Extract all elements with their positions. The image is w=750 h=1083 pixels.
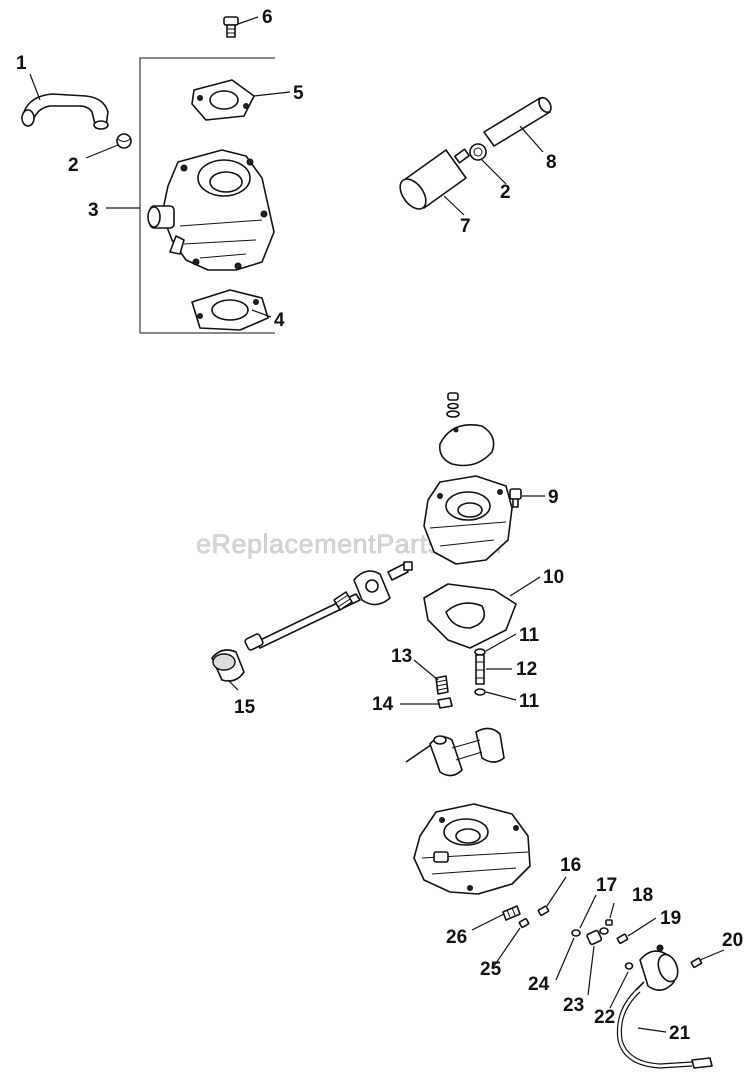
part-screw-9[interactable] [509,488,522,508]
callout-2-top-left: 2 [68,155,79,176]
callout-23: 23 [563,995,584,1016]
leader-lines [29,16,725,1033]
part-hose-clamp-b[interactable] [469,143,487,161]
part-float-assembly[interactable] [405,727,505,777]
part-oring-24[interactable] [571,929,581,937]
part-screw-top[interactable] [223,16,239,38]
callout-22: 22 [594,1007,615,1028]
part-fuel-hose-elbow[interactable] [21,93,109,130]
part-oring-22[interactable] [624,962,634,970]
callout-14: 14 [372,694,394,715]
callout-11-upper: 11 [519,625,540,646]
part-carburetor-gasket[interactable] [191,289,269,331]
callout-4: 4 [274,310,285,331]
part-gasket-10[interactable] [423,583,517,649]
part-washer-18[interactable] [605,919,613,926]
part-screw-14[interactable] [437,697,453,709]
part-jet-23[interactable] [586,929,603,946]
callout-1: 1 [16,53,27,74]
callout-5: 5 [293,83,304,104]
callout-8: 8 [546,152,557,173]
callout-11-lower: 11 [519,691,540,712]
part-spring-13[interactable] [435,675,449,695]
callout-labels: 1 2 3 4 5 6 7 2 8 9 10 11 12 11 13 14 15… [16,7,743,1044]
callout-7: 7 [460,216,471,237]
callout-3: 3 [88,200,99,221]
callout-25: 25 [480,959,502,980]
callout-12: 12 [516,659,537,680]
part-lower-carburetor-body[interactable] [413,803,531,895]
callout-24: 24 [528,974,550,995]
part-top-gasket[interactable] [191,79,255,121]
part-cover-plate[interactable] [438,424,495,467]
part-hose-clamp-a[interactable] [116,133,132,149]
part-upper-carburetor-body[interactable] [423,475,513,565]
callout-16: 16 [560,855,581,876]
part-fuel-solenoid[interactable] [616,944,713,1069]
part-pin-and-orings[interactable] [474,648,486,696]
callout-19: 19 [660,908,681,929]
part-carburetor-assembly[interactable] [147,149,275,271]
callout-13: 13 [391,646,412,667]
callout-2-top-right: 2 [500,182,511,203]
callout-10: 10 [543,567,564,588]
part-spring-26[interactable] [502,905,521,921]
part-seal-cap[interactable] [211,649,245,682]
callout-20: 20 [722,930,743,951]
part-screw-19[interactable] [616,933,629,945]
part-fuel-filter[interactable] [395,148,471,213]
callout-26: 26 [446,927,467,948]
part-cover-screw[interactable] [446,392,460,418]
callout-17: 17 [596,875,617,896]
part-oring-17[interactable] [599,927,609,935]
callout-18: 18 [632,885,653,906]
callout-6: 6 [262,7,273,28]
part-fuel-line[interactable] [483,96,553,147]
callout-9: 9 [548,487,559,508]
callout-15: 15 [234,697,256,718]
part-screw-25[interactable] [518,917,530,929]
assembly-bracket [139,57,275,334]
part-throttle-shaft[interactable] [244,561,413,651]
callout-21: 21 [669,1023,691,1044]
part-screw-16[interactable] [537,905,550,917]
